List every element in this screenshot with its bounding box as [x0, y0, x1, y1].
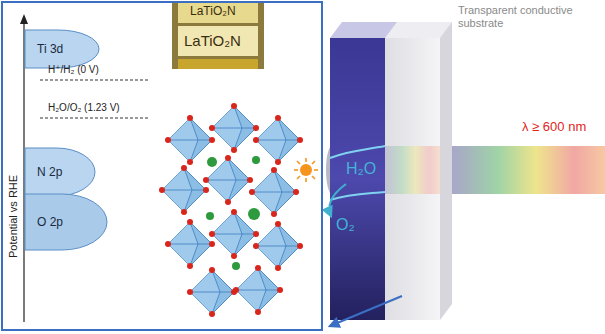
potential-axis — [23, 20, 24, 322]
crystal-structure — [159, 103, 303, 317]
transparent-substrate — [385, 38, 440, 320]
sample-film — [178, 26, 258, 56]
sample-film — [178, 59, 258, 69]
axis-arrowhead — [20, 14, 28, 24]
sample-label: LaTiO₂N — [190, 5, 236, 19]
redox-level — [40, 118, 150, 119]
redox-label: H⁺/H₂ (0 V) — [48, 64, 99, 76]
band-label: N 2p — [37, 165, 95, 179]
o-2p-band: O 2p — [25, 194, 107, 250]
light-beam — [452, 146, 605, 194]
wavelength-label: λ ≥ 600 nm — [522, 120, 586, 135]
panel-frame — [2, 2, 322, 330]
redox-label: H₂O/O₂ (1.23 V) — [48, 102, 120, 114]
band-bending — [330, 192, 385, 200]
zoom-arrow — [330, 296, 402, 326]
band-bending — [330, 146, 385, 158]
oxidation-arrow — [329, 184, 346, 216]
sample-label: LaTiO₂N — [184, 32, 241, 49]
substrate-side — [440, 22, 452, 320]
band-label: O 2p — [37, 215, 107, 229]
axis-title: Potential vs RHE — [7, 175, 20, 258]
product-label: O₂ — [336, 216, 355, 234]
sample-film — [178, 3, 258, 23]
n-2p-band: N 2p — [25, 148, 95, 196]
redox-level — [40, 80, 150, 81]
block-top — [330, 22, 452, 38]
reactant-label: H₂O — [346, 160, 376, 178]
photoanode-layer — [330, 38, 385, 320]
beam-through — [385, 146, 440, 194]
band-label: Ti 3d — [37, 42, 99, 56]
ti-3d-band: Ti 3d — [25, 30, 99, 68]
band-outline — [25, 194, 107, 250]
sun-icon — [294, 158, 318, 182]
band-outline — [25, 148, 95, 196]
band-outline — [25, 30, 99, 68]
sample-photo — [172, 3, 264, 69]
substrate-label: Transparent conductive substrate — [458, 4, 583, 29]
